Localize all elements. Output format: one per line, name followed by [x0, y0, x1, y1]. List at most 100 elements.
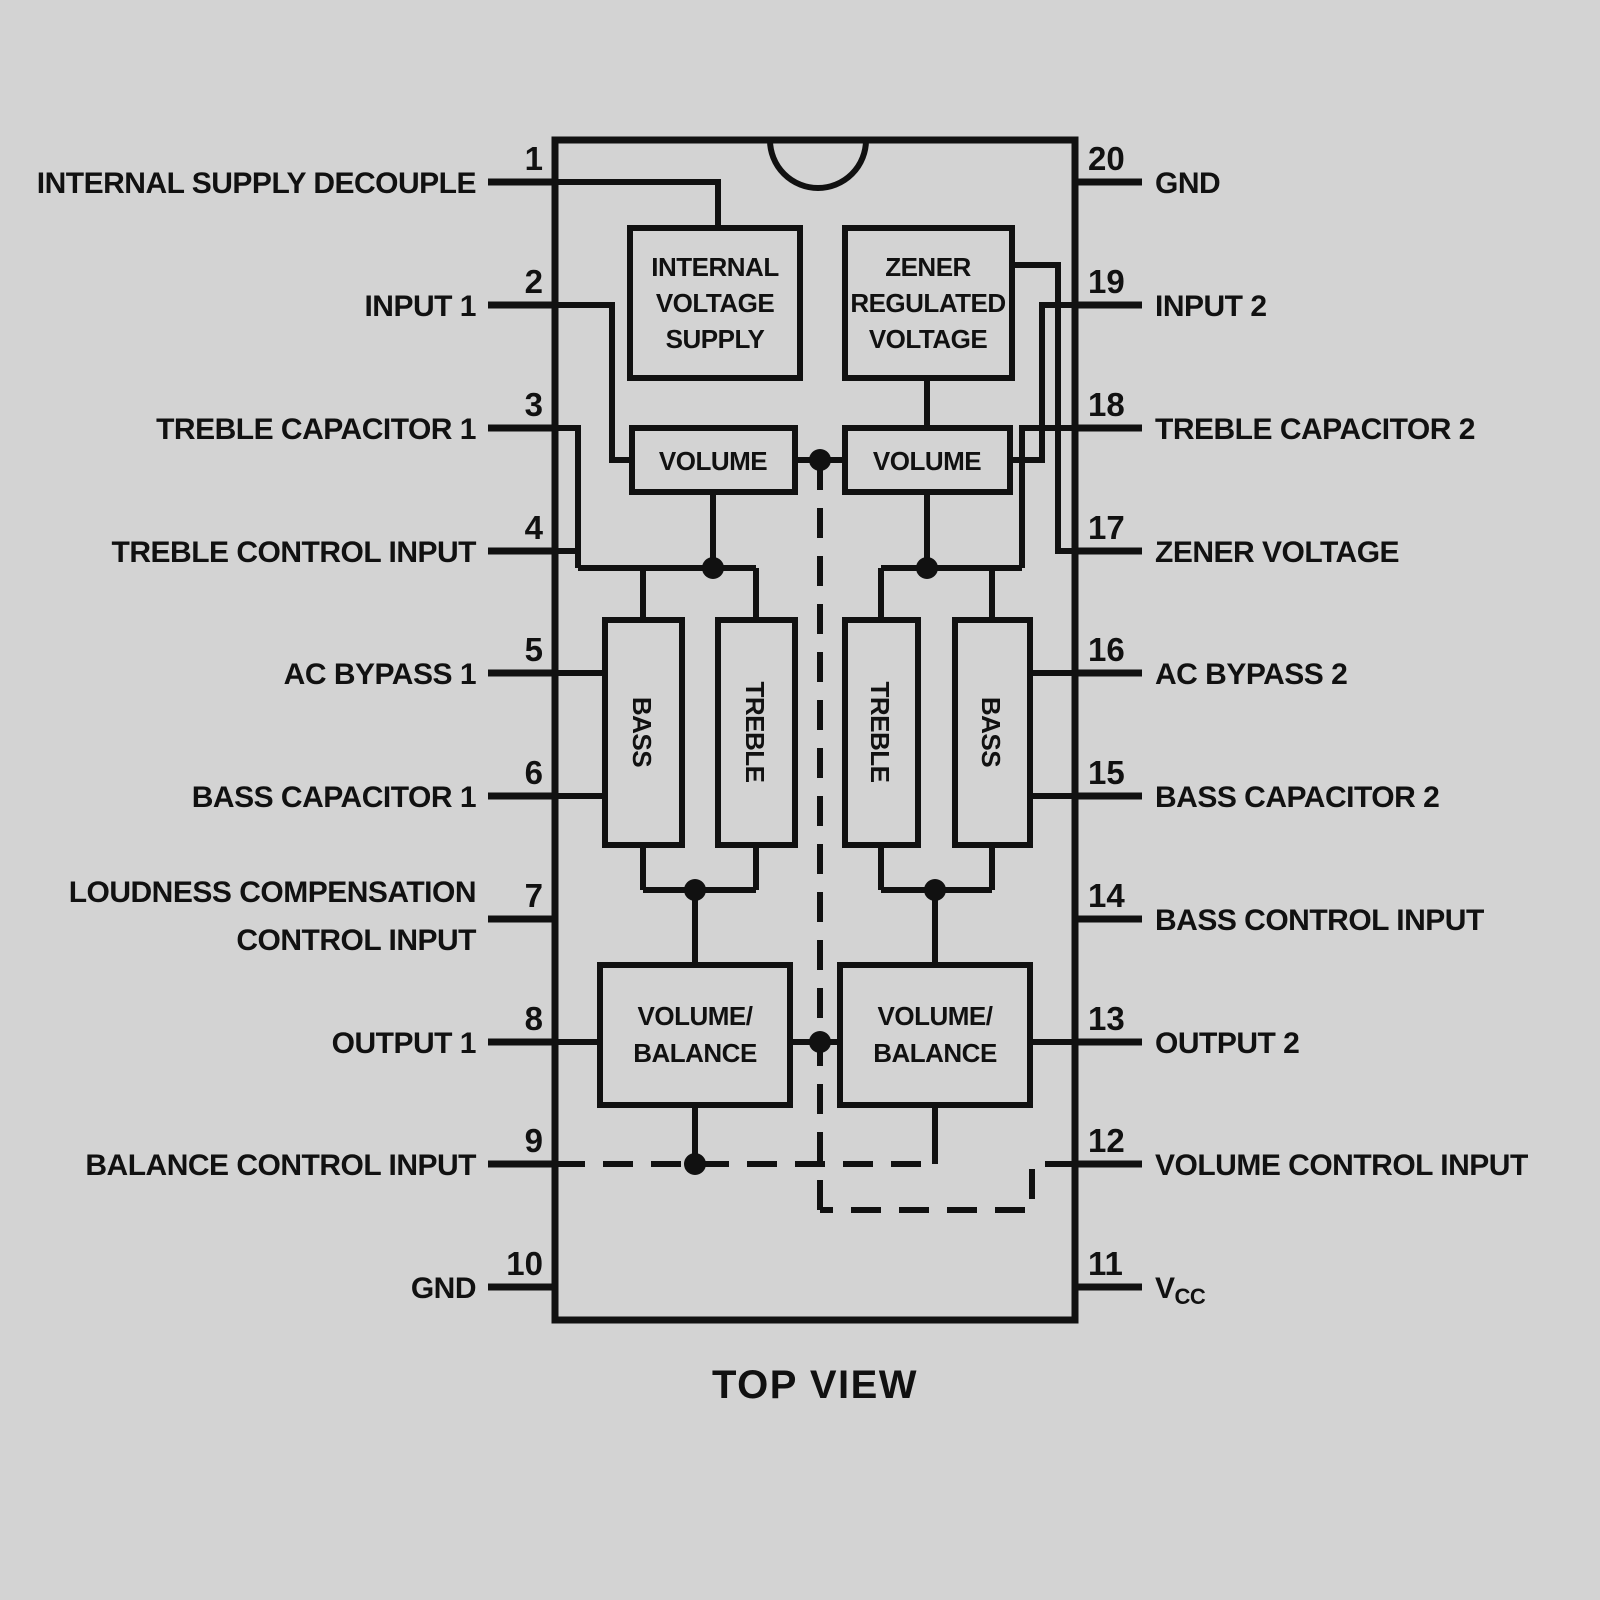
volume1-block: [629, 425, 798, 495]
pin-10-label: GND: [411, 1272, 476, 1305]
pin-1-number: 1: [525, 140, 543, 177]
pin-20-number: 20: [1088, 140, 1125, 177]
wire-pin3-treble-cap1: [555, 425, 581, 568]
wire-zener-to-pin17: [1012, 262, 1075, 554]
pin-18-number: 18: [1088, 386, 1125, 423]
diagram-caption: TOP VIEW: [712, 1363, 918, 1407]
dashed-wire-volume-control-route: [820, 1161, 1075, 1213]
pin-6-label: BASS CAPACITOR 1: [192, 781, 476, 814]
pin-3-label: TREBLE CAPACITOR 1: [156, 413, 476, 446]
pin-13-number: 13: [1088, 1000, 1125, 1037]
pins-left: 1 INTERNAL SUPPLY DECOUPLE 2 INPUT 1 3 T…: [37, 140, 555, 1305]
pin-7-number: 7: [525, 877, 543, 914]
internal-voltage-supply-block: [627, 225, 803, 381]
junction-dots: [684, 449, 946, 1175]
pin-5-number: 5: [525, 631, 543, 668]
pin-7-label-line1: LOUDNESS COMPENSATION: [69, 876, 476, 909]
bass1-label: BASS: [627, 697, 657, 767]
pin-4-number: 4: [525, 509, 544, 546]
volume-balance2-label: VOLUME/BALANCE: [873, 1001, 997, 1068]
pin-8-number: 8: [525, 1000, 543, 1037]
pin-10-number: 10: [506, 1245, 543, 1282]
pin-15-label: BASS CAPACITOR 2: [1155, 781, 1439, 814]
junction-dot: [702, 557, 724, 579]
pin-14-number: 14: [1088, 877, 1125, 914]
pin-12-number: 12: [1088, 1122, 1125, 1159]
pin-19-number: 19: [1088, 263, 1125, 300]
pin-13-label: OUTPUT 2: [1155, 1027, 1299, 1060]
pin-16: 16 AC BYPASS 2: [1075, 631, 1348, 691]
volume-balance1-label: VOLUME/BALANCE: [633, 1001, 757, 1068]
treble1-label: TREBLE: [740, 682, 770, 783]
volume2-label: VOLUME: [873, 446, 981, 476]
pin-11-label: VCC: [1155, 1272, 1206, 1309]
wire-pin2-to-volume1: [555, 302, 632, 463]
treble2-block: [842, 617, 921, 848]
pin-17-label: ZENER VOLTAGE: [1155, 536, 1399, 569]
pin-15-number: 15: [1088, 754, 1125, 791]
pin-17: 17 ZENER VOLTAGE: [1075, 509, 1400, 569]
junction-dot: [924, 879, 946, 901]
pin-9-number: 9: [525, 1122, 543, 1159]
junction-dot: [684, 879, 706, 901]
pin-8-label: OUTPUT 1: [332, 1027, 476, 1060]
bass2-label: BASS: [976, 697, 1006, 767]
pin1-notch-icon: [767, 139, 869, 191]
pin-5: 5 AC BYPASS 1: [284, 631, 555, 691]
pin-11: 11 VCC: [1075, 1245, 1206, 1309]
pin-4: 4 TREBLE CONTROL INPUT: [112, 509, 555, 569]
internal-wires: [555, 179, 1075, 1164]
volume-balance2-block: [837, 962, 1033, 1108]
bass2-block: [952, 617, 1033, 848]
pin-8: 8 OUTPUT 1: [332, 1000, 555, 1060]
pin-17-number: 17: [1088, 509, 1125, 546]
junction-dot: [916, 557, 938, 579]
volume-balance1-block: [597, 962, 793, 1108]
pin-6-number: 6: [525, 754, 543, 791]
pin-20-label: GND: [1155, 167, 1220, 200]
volume2-block: [842, 425, 1013, 495]
pin-3: 3 TREBLE CAPACITOR 1: [156, 386, 555, 446]
pin-13: 13 OUTPUT 2: [1075, 1000, 1300, 1060]
zener-regulated-voltage-block: [842, 225, 1015, 381]
pin-4-label: TREBLE CONTROL INPUT: [112, 536, 477, 569]
pin-16-label: AC BYPASS 2: [1155, 658, 1347, 691]
pin-9-label: BALANCE CONTROL INPUT: [85, 1149, 476, 1182]
pin-20: 20 GND: [1075, 140, 1221, 200]
bass1-block: [602, 617, 685, 848]
pin-1-label: INTERNAL SUPPLY DECOUPLE: [37, 167, 476, 200]
wire-pin1-to-internal-supply: [555, 179, 721, 228]
treble2-label: TREBLE: [865, 682, 895, 783]
pin-5-label: AC BYPASS 1: [284, 658, 476, 691]
pins-right: 20 GND 19 INPUT 2 18 TREBLE CAPACITOR 2 …: [1075, 140, 1528, 1309]
pin-19-label: INPUT 2: [1155, 290, 1267, 323]
pin-9: 9 BALANCE CONTROL INPUT: [85, 1122, 555, 1182]
pin-10: 10 GND: [411, 1245, 555, 1305]
pin-12: 12 VOLUME CONTROL INPUT: [1075, 1122, 1528, 1182]
pin-14: 14 BASS CONTROL INPUT: [1075, 877, 1484, 937]
pin-7: 7 LOUDNESS COMPENSATION CONTROL INPUT: [69, 876, 555, 957]
pin-11-number: 11: [1088, 1245, 1123, 1282]
pin-16-number: 16: [1088, 631, 1125, 668]
pin-14-label: BASS CONTROL INPUT: [1155, 904, 1484, 937]
pin-2: 2 INPUT 1: [364, 263, 555, 323]
pin-6: 6 BASS CAPACITOR 1: [192, 754, 555, 814]
control-buses: [555, 460, 1075, 1213]
pin-12-label: VOLUME CONTROL INPUT: [1155, 1149, 1528, 1182]
pin-3-number: 3: [525, 386, 543, 423]
pin-1: 1 INTERNAL SUPPLY DECOUPLE: [37, 140, 555, 200]
volume1-label: VOLUME: [659, 446, 767, 476]
junction-dot: [684, 1153, 706, 1175]
pin-18: 18 TREBLE CAPACITOR 2: [1075, 386, 1475, 446]
pin-2-label: INPUT 1: [364, 290, 476, 323]
pin-19: 19 INPUT 2: [1075, 263, 1267, 323]
junction-dot: [809, 449, 831, 471]
treble1-block: [715, 617, 798, 848]
pin-2-number: 2: [525, 263, 543, 300]
pin-18-label: TREBLE CAPACITOR 2: [1155, 413, 1475, 446]
pin-7-label-line2: CONTROL INPUT: [236, 924, 476, 957]
